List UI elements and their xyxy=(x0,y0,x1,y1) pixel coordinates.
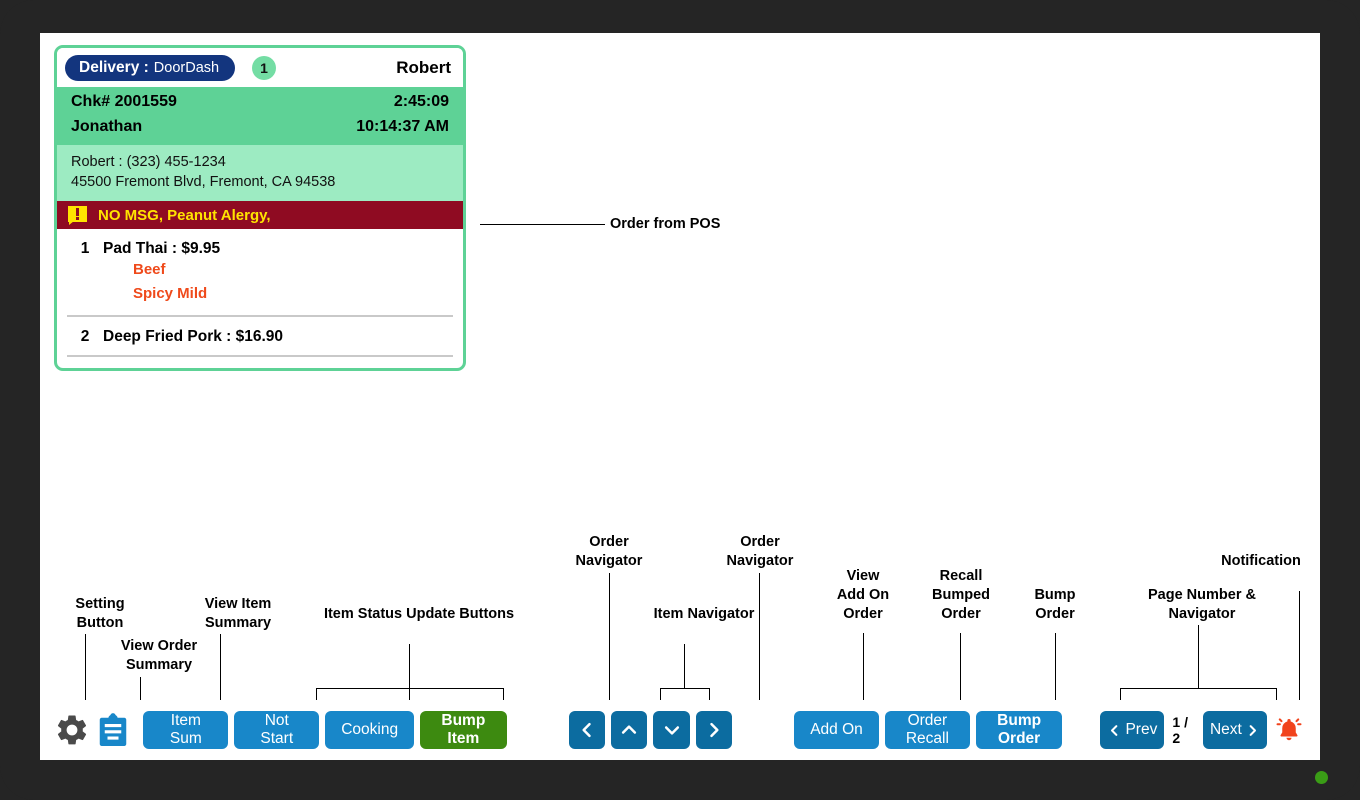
elapsed-time: 2:45:09 xyxy=(393,93,449,110)
annotation-setting-button: Setting Button xyxy=(75,596,125,631)
annotation-bracket-item-status-top xyxy=(316,688,503,689)
item-modifier: Spicy Mild xyxy=(133,285,208,302)
annotation-leader-item-status-stem xyxy=(409,644,410,730)
order-card-header: Delivery : DoorDash 1 Robert xyxy=(57,48,463,87)
bump-item-button[interactable]: Bump Item xyxy=(420,711,507,749)
order-time: 10:14:37 AM xyxy=(356,118,449,135)
order-items-list: 1 Pad Thai : $9.95 Beef Spicy Mild 2 Dee… xyxy=(57,229,463,357)
annotation-leader-view-add-on-order xyxy=(863,633,864,730)
device-led-indicator xyxy=(1315,771,1328,784)
annotation-item-navigator: Item Navigator xyxy=(653,606,755,622)
annotation-leader-bump-order xyxy=(1055,633,1056,730)
customer-contact-block: Robert : (323) 455-1234 45500 Fremont Bl… xyxy=(57,145,463,201)
next-order-button[interactable] xyxy=(695,711,733,749)
annotation-page-number-navigator: Page Number & Navigator xyxy=(1148,587,1256,622)
annotation-view-item-summary: View Item Summary xyxy=(204,596,272,631)
order-item-row[interactable]: 1 Pad Thai : $9.95 Beef Spicy Mild xyxy=(67,229,453,317)
item-quantity: 1 xyxy=(80,240,90,257)
bump-order-button[interactable]: Bump Order xyxy=(975,711,1063,749)
chevron-left-icon xyxy=(1107,722,1122,739)
order-count-badge: 1 xyxy=(252,55,277,80)
item-sum-button[interactable]: Item Sum xyxy=(143,711,229,749)
annotation-leader-recall-bumped-order xyxy=(960,633,961,730)
annotation-bump-order: Bump Order xyxy=(1034,587,1076,622)
annotation-leader-notification xyxy=(1299,591,1300,730)
chevron-left-icon xyxy=(577,720,597,740)
annotation-recall-bumped-order: Recall Bumped Order xyxy=(932,568,990,622)
view-order-summary-button[interactable] xyxy=(96,708,129,752)
notification-button[interactable] xyxy=(1273,710,1306,750)
prev-order-button[interactable] xyxy=(568,711,605,749)
customer-phone: Robert : (323) 455-1234 xyxy=(71,154,226,170)
annotation-leader-setting-button xyxy=(85,634,86,730)
order-alert-bar: NO MSG, Peanut Alergy, xyxy=(57,201,463,229)
item-down-button[interactable] xyxy=(653,711,690,749)
item-quantity: 2 xyxy=(80,328,90,345)
page-indicator: 1 / 2 xyxy=(1172,714,1188,746)
next-page-label: Next xyxy=(1209,721,1242,738)
order-card[interactable]: Delivery : DoorDash 1 Robert Chk# 200155… xyxy=(54,45,466,371)
chevron-right-icon xyxy=(1245,722,1260,739)
server-name: Jonathan xyxy=(71,118,143,135)
order-type-value: DoorDash xyxy=(153,59,220,76)
order-recall-button[interactable]: Order Recall xyxy=(884,711,970,749)
annotation-leader-order-navigator-right xyxy=(759,573,760,730)
prev-page-button[interactable]: Prev xyxy=(1100,711,1165,749)
chevron-up-icon xyxy=(619,720,639,740)
annotation-item-status-update-buttons: Item Status Update Buttons xyxy=(323,606,515,622)
warning-speech-bubble-icon xyxy=(68,205,87,225)
order-meta-block: Chk# 2001559 2:45:09 Jonathan 10:14:37 A… xyxy=(57,87,463,145)
annotation-leader-view-item-summary xyxy=(220,634,221,730)
bottom-toolbar: Item Sum Not Start Cooking Bump Item xyxy=(40,700,1320,760)
chevron-right-icon xyxy=(704,720,724,740)
order-type-pill: Delivery : DoorDash xyxy=(65,54,236,81)
order-item-row[interactable]: 2 Deep Fried Pork : $16.90 xyxy=(67,317,453,357)
server-row: Jonathan 10:14:37 AM xyxy=(71,114,449,139)
prev-page-label: Prev xyxy=(1125,721,1158,738)
annotation-leader-page-navigator-stem xyxy=(1198,625,1199,688)
customer-address: 45500 Fremont Blvd, Fremont, CA 94538 xyxy=(71,174,336,190)
gear-icon xyxy=(54,712,90,748)
item-name: Deep Fried Pork : $16.90 xyxy=(103,328,284,345)
annotation-bracket-page-navigator-top xyxy=(1120,688,1276,689)
bell-icon xyxy=(1274,715,1304,745)
cooking-button[interactable]: Cooking xyxy=(325,711,415,749)
annotation-view-add-on-order: View Add On Order xyxy=(836,568,890,622)
annotation-notification: Notification xyxy=(1221,553,1301,569)
check-row: Chk# 2001559 2:45:09 xyxy=(71,89,449,114)
check-number: Chk# 2001559 xyxy=(71,93,177,110)
annotation-leader-item-navigator-stem xyxy=(684,644,685,689)
annotation-view-order-summary: View Order Summary xyxy=(120,638,198,673)
add-on-button[interactable]: Add On xyxy=(794,711,879,749)
item-up-button[interactable] xyxy=(610,711,648,749)
annotation-leader-order-navigator-left xyxy=(609,573,610,730)
settings-button[interactable] xyxy=(54,708,90,752)
annotation-order-navigator-right: Order Navigator xyxy=(726,534,794,569)
order-type-label: Delivery : xyxy=(79,58,149,76)
annotation-order-from-pos: Order from POS xyxy=(610,216,721,232)
not-start-button[interactable]: Not Start xyxy=(234,711,320,749)
next-page-button[interactable]: Next xyxy=(1202,711,1267,749)
order-alert-text: NO MSG, Peanut Alergy, xyxy=(98,206,271,224)
chevron-down-icon xyxy=(662,720,682,740)
customer-name: Robert xyxy=(396,57,451,77)
item-modifiers: Beef Spicy Mild xyxy=(133,258,453,315)
annotation-order-navigator-left: Order Navigator xyxy=(575,534,643,569)
item-name: Pad Thai : $9.95 xyxy=(103,240,221,257)
item-modifier: Beef xyxy=(133,261,166,278)
clipboard-icon xyxy=(98,712,128,748)
annotation-leader-order-from-pos xyxy=(480,224,605,225)
annotation-bracket-item-navigator-top xyxy=(660,688,709,689)
app-screen: Delivery : DoorDash 1 Robert Chk# 200155… xyxy=(40,33,1320,760)
